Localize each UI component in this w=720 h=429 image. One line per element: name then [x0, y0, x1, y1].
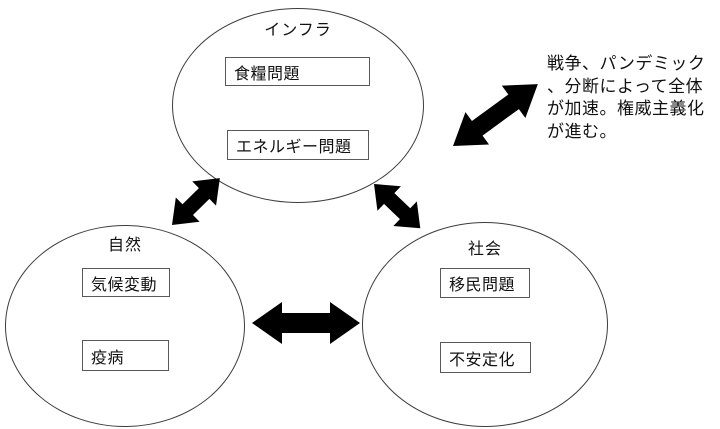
annotation-line: が進む。	[547, 121, 617, 141]
item-box-energy-problem: エネルギー問題	[227, 130, 369, 160]
node-label-nature: 自然	[107, 237, 142, 254]
item-box-immigration-problem: 移民問題	[440, 268, 530, 298]
node-ellipse-nature	[5, 225, 245, 427]
item-box-climate-change: 気候変動	[82, 268, 170, 297]
annotation-text: 戦争、パンデミック 、分断によって全体 が加速。権威主義化 が進む。	[547, 53, 720, 143]
item-box-epidemic: 疫病	[82, 340, 169, 371]
item-box-food-problem: 食糧問題	[225, 57, 370, 86]
node-label-society: 社会	[467, 241, 502, 258]
annotation-line: が加速。権威主義化	[547, 99, 705, 118]
double-arrow-nature-society-icon	[252, 302, 360, 344]
annotation-line: 戦争、パンデミック	[547, 54, 706, 73]
node-ellipse-society	[362, 222, 608, 427]
double-arrow-acceleration-icon	[453, 84, 538, 146]
node-ellipse-infrastructure	[172, 8, 424, 203]
node-label-infrastructure: インフラ	[264, 22, 332, 39]
annotation-line: 、分断によって全体	[547, 76, 704, 96]
item-box-destabilization: 不安定化	[440, 342, 531, 373]
